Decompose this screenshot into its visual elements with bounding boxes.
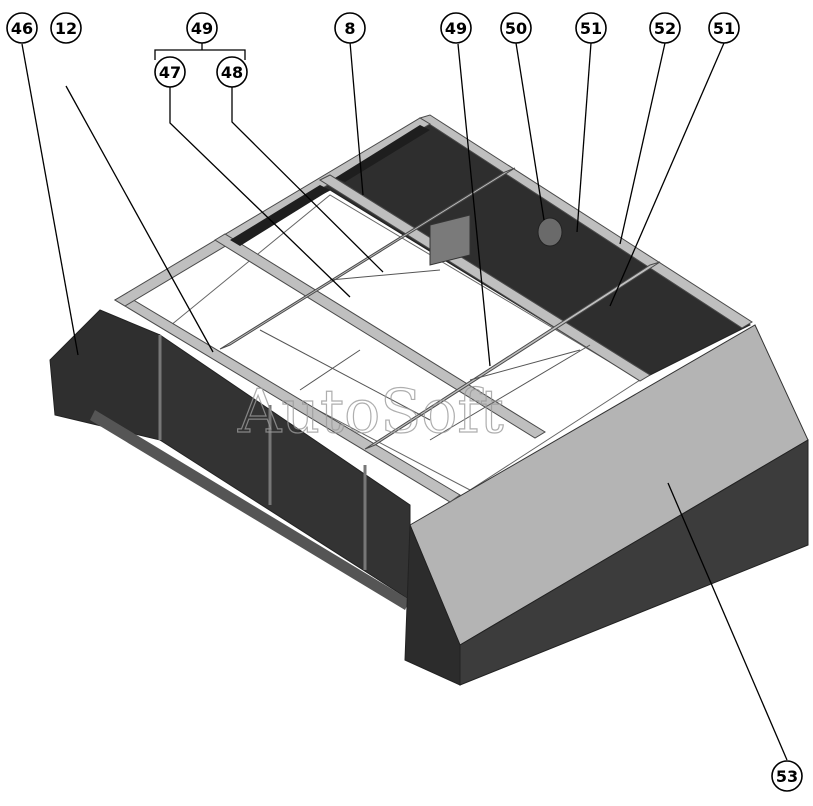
svg-text:47: 47 [159,63,181,82]
svg-text:49: 49 [191,19,213,38]
leader-52 [619,42,666,245]
svg-text:52: 52 [654,19,676,38]
leader-8 [349,41,364,196]
callout-48: 48 [216,56,248,88]
callout-50: 50 [500,12,532,44]
motor-pulley [537,217,563,247]
bracket-49 [154,49,246,60]
svg-text:53: 53 [776,767,798,786]
svg-text:48: 48 [221,63,243,82]
callout-52: 52 [649,12,681,44]
callout-47: 47 [154,56,186,88]
brace-3 [429,344,591,441]
callout-49-right: 49 [440,12,472,44]
callout-51-b: 51 [708,12,740,44]
callout-46: 46 [6,12,38,44]
svg-text:12: 12 [55,19,77,38]
callout-8: 8 [334,12,366,44]
brace-5 [299,349,361,391]
watermark-text: AutoSoft [237,377,504,447]
leader-48 [231,86,384,273]
callout-53: 53 [771,760,803,792]
svg-text:49: 49 [445,19,467,38]
gearbox-block [429,214,471,266]
frame-rail-left [114,117,431,307]
callout-51-a: 51 [575,12,607,44]
leader-12 [65,85,214,353]
callout-49-top: 49 [186,12,218,44]
leader-47 [169,86,351,298]
svg-text:51: 51 [713,19,735,38]
frame-rail-rear [418,114,753,329]
frame-crossbar-3 [219,167,516,350]
brace-4 [469,349,581,381]
front-skirt [90,410,410,610]
leader-50 [515,42,545,221]
leader-51-a [576,42,592,233]
leader-53 [667,482,788,761]
svg-text:51: 51 [580,19,602,38]
callout-12: 12 [50,12,82,44]
brace-1 [259,329,431,421]
frame-crossbar-4 [364,261,661,450]
leader-46 [21,43,79,356]
svg-text:46: 46 [11,19,33,38]
leader-51-b [609,42,725,307]
brace-2 [329,269,441,281]
frame-crossbar-2 [318,174,651,382]
svg-text:8: 8 [344,19,355,38]
end-box-side [404,524,461,686]
svg-text:50: 50 [505,19,527,38]
rear-panel-1 [230,185,330,246]
rear-panel-2 [335,125,430,182]
leader-49-right [457,43,491,367]
